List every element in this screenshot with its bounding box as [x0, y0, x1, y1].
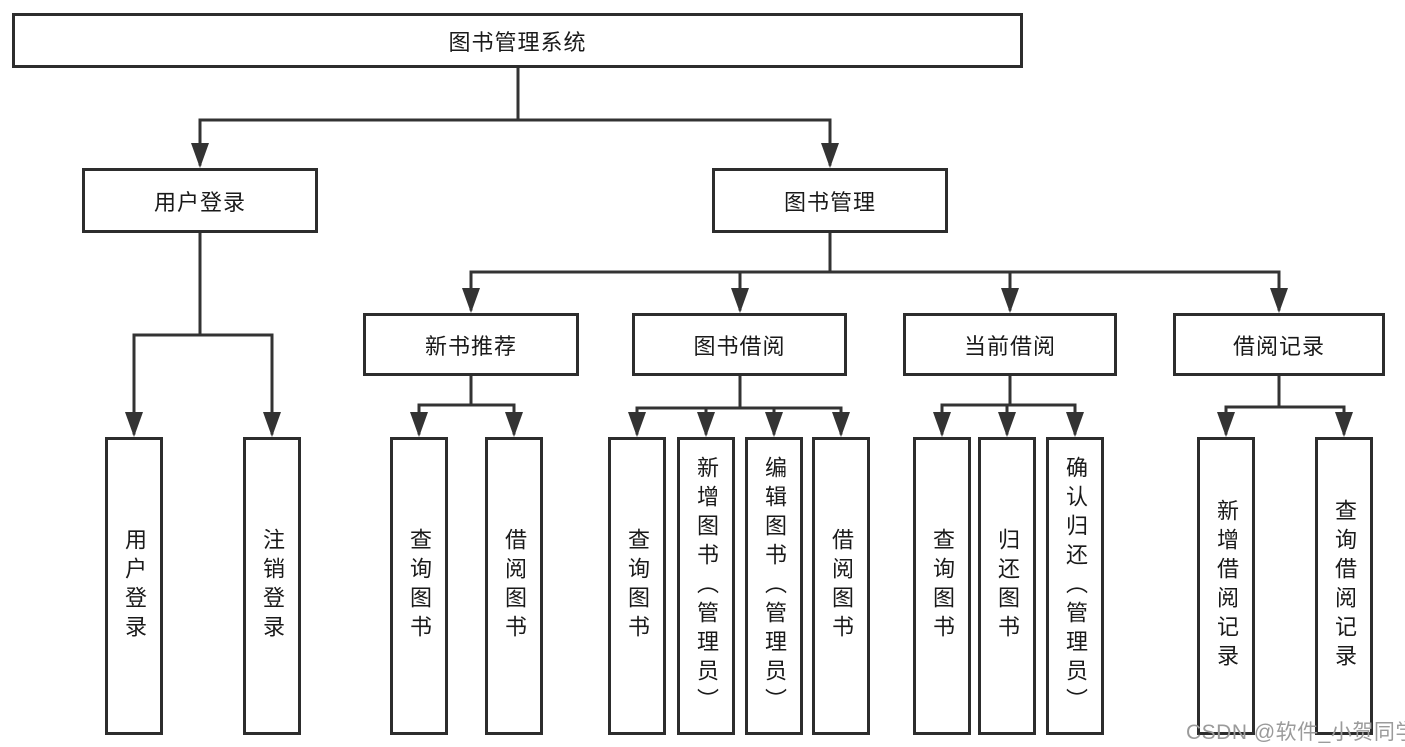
leaf-bb-add-books-admin-label: 新增图书（管理员）: [694, 455, 719, 717]
leaf-cb-query-books-label: 查询图书: [930, 528, 955, 644]
leaf-bb-borrow-books-label: 借阅图书: [829, 528, 854, 644]
leaf-logout-label: 注销登录: [260, 528, 285, 644]
arrow-down-icon: [1066, 412, 1084, 437]
leaf-bb-edit-books-admin-label: 编辑图书（管理员）: [762, 455, 787, 717]
arrow-down-icon: [1270, 288, 1288, 313]
leaf-rec-add-record-label: 新增借阅记录: [1214, 499, 1239, 673]
leaf-bb-query-books-label: 查询图书: [625, 528, 650, 644]
arrow-down-icon: [410, 412, 428, 437]
leaf-nb-borrow-books: 借阅图书: [485, 437, 543, 735]
node-root: 图书管理系统: [12, 13, 1023, 68]
arrow-down-icon: [263, 412, 281, 437]
connector-book-borrow: [635, 374, 843, 435]
leaf-nb-query-books: 查询图书: [390, 437, 448, 735]
node-book-borrow: 图书借阅: [632, 313, 847, 376]
arrow-down-icon: [1217, 412, 1235, 437]
arrow-down-icon: [1001, 288, 1019, 313]
arrow-down-icon: [628, 412, 646, 437]
leaf-nb-borrow-books-label: 借阅图书: [502, 528, 527, 644]
leaf-rec-query-record-label: 查询借阅记录: [1332, 499, 1357, 673]
node-new-book-recommend: 新书推荐: [363, 313, 579, 376]
leaf-nb-query-books-label: 查询图书: [407, 528, 432, 644]
arrow-down-icon: [832, 412, 850, 437]
node-book-borrow-label: 图书借阅: [693, 333, 786, 359]
connector-user-login: [132, 231, 274, 435]
leaf-cb-confirm-return-admin-label: 确认归还（管理员）: [1063, 455, 1088, 717]
arrow-down-icon: [697, 412, 715, 437]
connector-book-management: [469, 231, 1281, 311]
arrow-down-icon: [933, 412, 951, 437]
connector-borrow-records: [1224, 374, 1346, 435]
leaf-logout: 注销登录: [243, 437, 301, 735]
arrowheads: [125, 143, 1353, 437]
connector-root: [198, 66, 832, 166]
watermark-text: CSDN @软件_小贺同学: [1186, 721, 1405, 744]
leaf-bb-borrow-books: 借阅图书: [812, 437, 870, 735]
node-user-login: 用户登录: [82, 168, 318, 233]
node-borrow-records-label: 借阅记录: [1232, 333, 1325, 359]
leaf-user-login-label: 用户登录: [122, 528, 147, 644]
arrow-down-icon: [125, 412, 143, 437]
node-current-borrow: 当前借阅: [903, 313, 1117, 376]
node-root-label: 图书管理系统: [448, 29, 587, 55]
leaf-cb-return-books: 归还图书: [978, 437, 1036, 735]
leaf-bb-edit-books-admin: 编辑图书（管理员）: [745, 437, 803, 735]
node-current-borrow-label: 当前借阅: [963, 333, 1056, 359]
node-book-management-label: 图书管理: [783, 189, 876, 215]
arrow-down-icon: [821, 143, 839, 168]
leaf-rec-query-record: 查询借阅记录: [1315, 437, 1373, 735]
leaf-cb-query-books: 查询图书: [913, 437, 971, 735]
leaf-bb-query-books: 查询图书: [608, 437, 666, 735]
leaf-rec-add-record: 新增借阅记录: [1197, 437, 1255, 735]
node-borrow-records: 借阅记录: [1173, 313, 1385, 376]
connector-new-books: [417, 374, 516, 435]
arrow-down-icon: [191, 143, 209, 168]
leaf-bb-add-books-admin: 新增图书（管理员）: [677, 437, 735, 735]
arrow-down-icon: [731, 288, 749, 313]
arrow-down-icon: [998, 412, 1016, 437]
leaf-cb-return-books-label: 归还图书: [995, 528, 1020, 644]
arrow-down-icon: [765, 412, 783, 437]
arrow-down-icon: [1335, 412, 1353, 437]
node-book-management: 图书管理: [712, 168, 948, 233]
node-user-login-label: 用户登录: [153, 189, 246, 215]
leaf-cb-confirm-return-admin: 确认归还（管理员）: [1046, 437, 1104, 735]
arrow-down-icon: [505, 412, 523, 437]
arrow-down-icon: [462, 288, 480, 313]
leaf-user-login: 用户登录: [105, 437, 163, 735]
node-new-book-recommend-label: 新书推荐: [424, 333, 517, 359]
